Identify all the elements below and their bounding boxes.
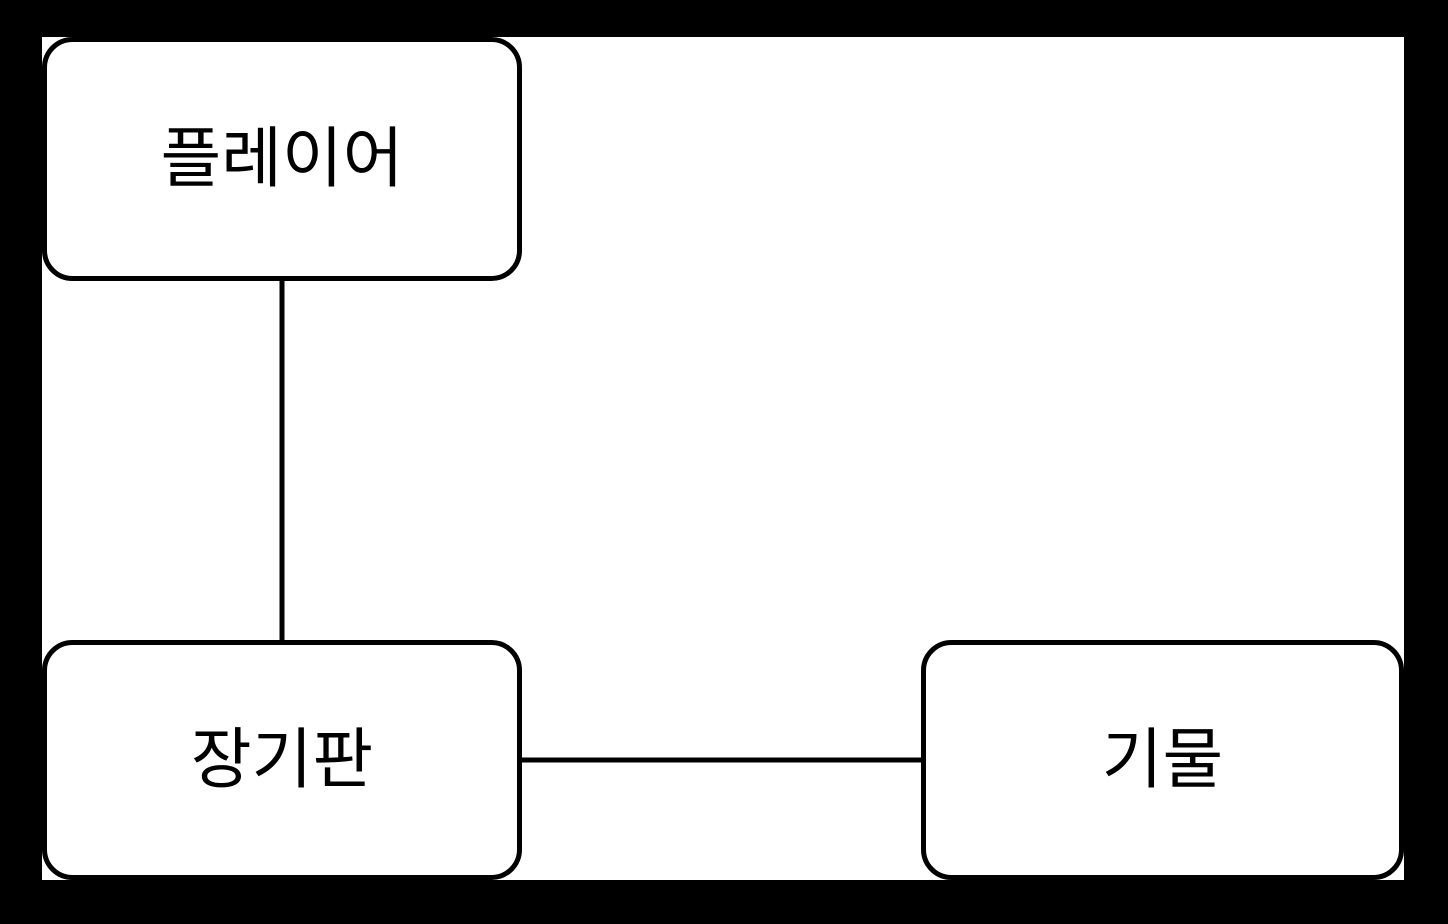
node-board[interactable]	[42, 640, 522, 880]
node-piece-label: 기물	[1101, 721, 1224, 798]
node-player-label: 플레이어	[160, 120, 404, 197]
node-player[interactable]	[42, 37, 522, 281]
node-piece[interactable]	[921, 640, 1404, 880]
node-board-label: 장기판	[190, 721, 374, 798]
